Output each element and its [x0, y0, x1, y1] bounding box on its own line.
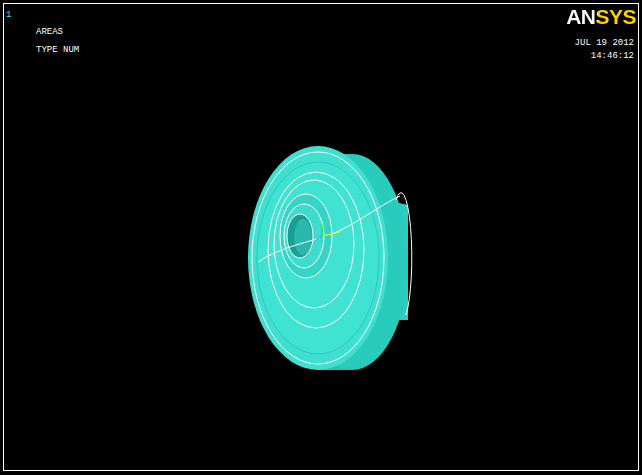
window-number: 1	[6, 10, 11, 21]
plot-time: 14:46:12	[591, 51, 634, 62]
software-logo: ANSYS	[566, 6, 636, 28]
plot-date: JUL 19 2012	[575, 38, 634, 49]
plot-type: AREAS	[36, 27, 63, 38]
numbering-option: TYPE NUM	[36, 45, 79, 56]
